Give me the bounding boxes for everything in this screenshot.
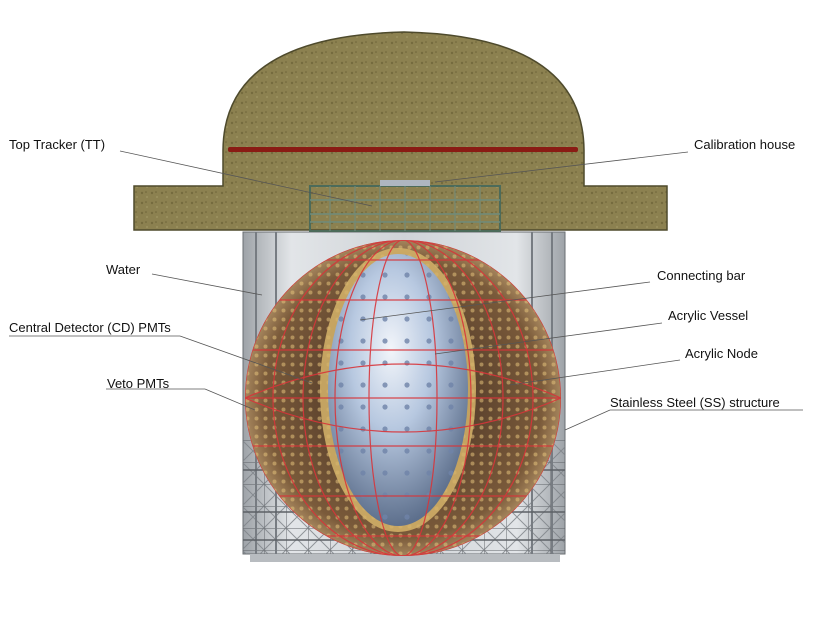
crane-beam xyxy=(228,147,578,152)
label-veto-pmts: Veto PMTs xyxy=(107,376,170,391)
rock-hall xyxy=(133,31,668,231)
label-acrylic-vessel: Acrylic Vessel xyxy=(668,308,749,323)
cd-sphere xyxy=(245,240,561,556)
label-top-tracker: Top Tracker (TT) xyxy=(9,137,106,152)
label-cd-pmts: Central Detector (CD) PMTs xyxy=(9,320,171,335)
label-calibration-house: Calibration house xyxy=(694,137,796,152)
label-ss-structure: Stainless Steel (SS) structure xyxy=(610,395,780,410)
label-connecting-bar: Connecting bar xyxy=(657,268,746,283)
label-water: Water xyxy=(106,262,141,277)
label-acrylic-node: Acrylic Node xyxy=(685,346,758,361)
ss-lattice xyxy=(245,240,561,556)
top-tracker-structure xyxy=(309,180,501,232)
leader-lines xyxy=(9,150,803,431)
calibration-house-box xyxy=(380,180,430,186)
